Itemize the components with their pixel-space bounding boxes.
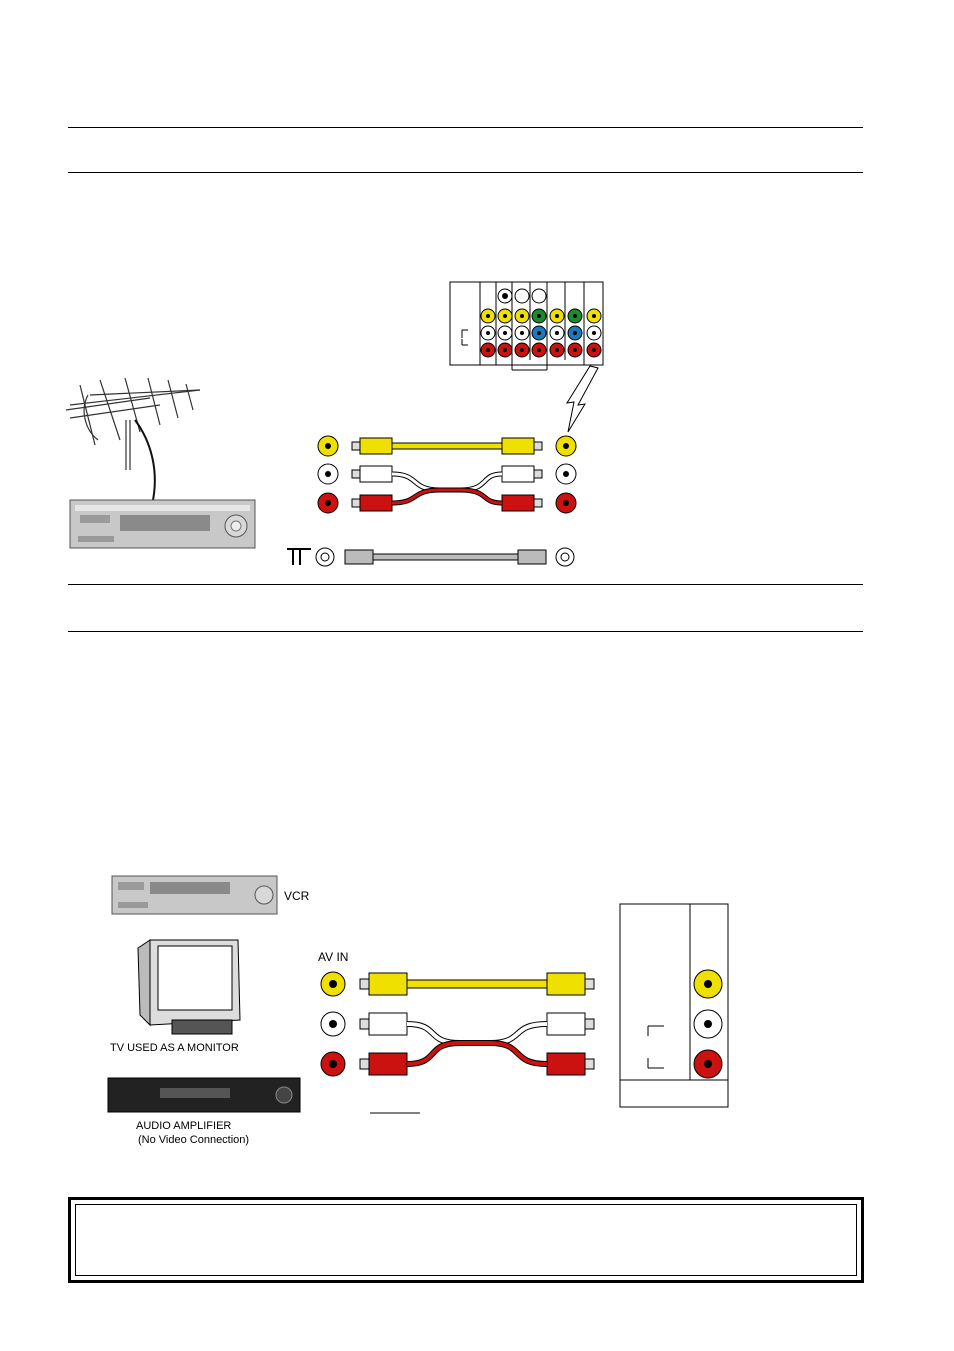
vcr-label: VCR [284,889,310,903]
rca-cable-yellow [351,437,543,455]
antenna-icon [65,377,201,470]
rca-cable-white-2 [359,1012,595,1046]
note-box-inner [75,1204,857,1276]
monitor-output-diagram [107,875,729,1114]
antenna-cable [134,419,156,506]
rca-cable-red-2 [359,1040,595,1076]
top-rule-1 [68,127,863,128]
tv-output-panel [619,903,729,1108]
no-video-connection-label: (No Video Connection) [138,1134,250,1146]
rca-cable-yellow-2 [359,972,595,996]
middle-rule-2 [68,631,863,632]
tv-back-panel [449,281,604,371]
tv-monitor-label: TV USED AS A MONITOR [110,1042,239,1054]
note-box [68,1197,864,1283]
top-rule-2 [68,172,863,173]
antenna-vcr-diagram [65,281,604,567]
audio-amplifier-label: AUDIO AMPLIFIER [136,1120,232,1132]
vcr-icon [69,499,256,549]
av-in-label: AV IN [318,950,349,964]
pointer-arrow-icon [566,365,599,433]
rca-cable-red [351,487,543,512]
rf-cable [287,547,575,567]
tv-icon [137,939,241,1035]
rca-cable-white [351,465,543,493]
vcr-icon [111,875,278,915]
middle-rule-1 [68,584,863,585]
amplifier-icon [107,1077,301,1113]
